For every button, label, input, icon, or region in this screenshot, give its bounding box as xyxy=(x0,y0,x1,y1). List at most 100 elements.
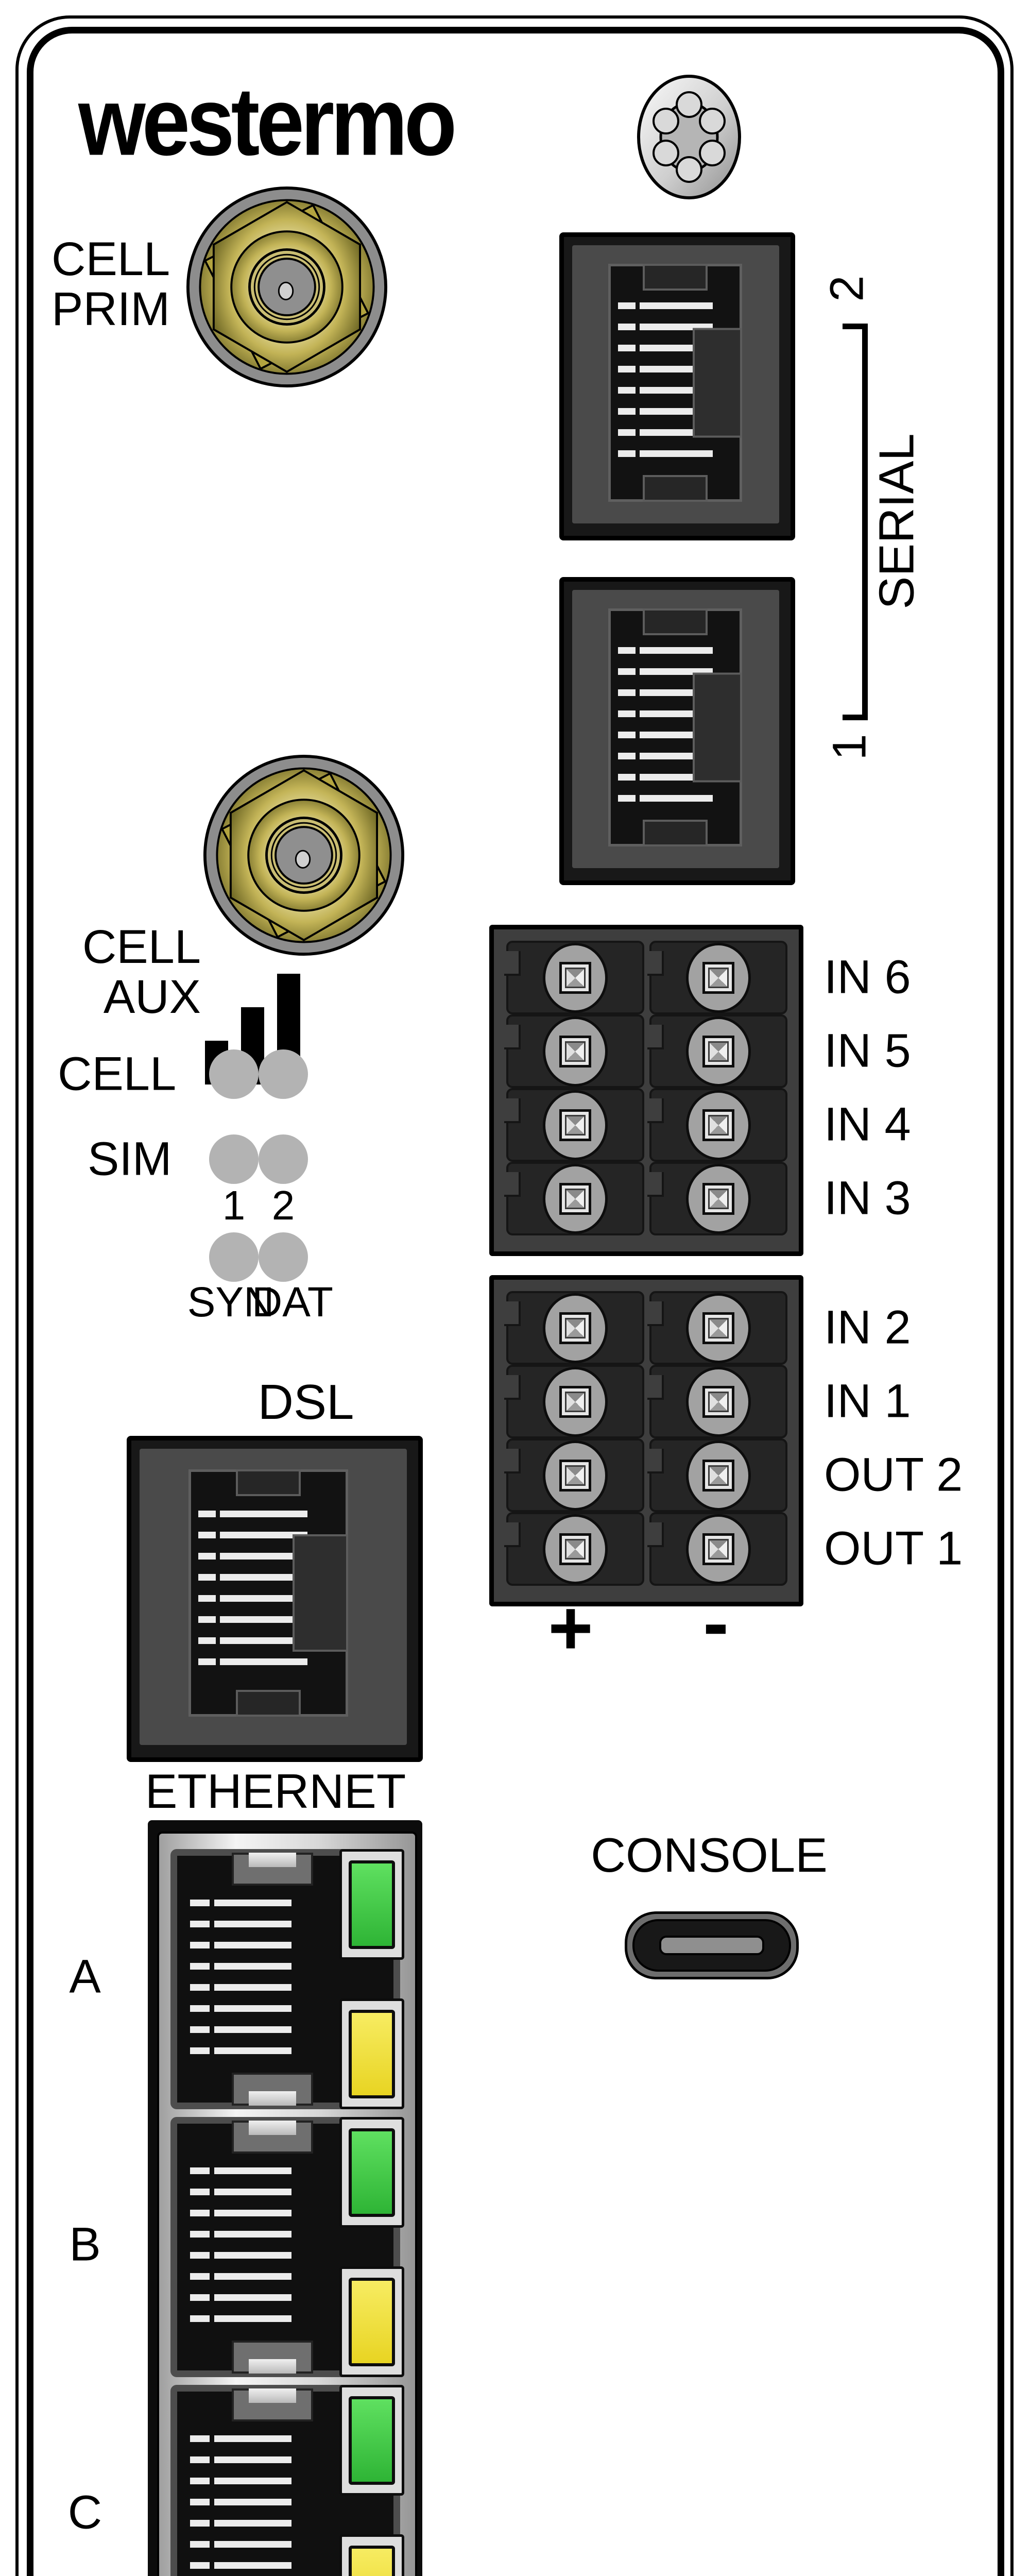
ethernet-port-c[interactable] xyxy=(170,2385,404,2576)
sim1-number: 1 xyxy=(222,1182,246,1228)
torx-screw-icon xyxy=(637,75,741,199)
ethernet-port-a[interactable] xyxy=(170,1849,404,2109)
serial-bracket-stub-bottom xyxy=(843,715,864,720)
rj45-tab xyxy=(231,1853,313,1886)
terminal-screw[interactable] xyxy=(686,1514,751,1584)
serial-bracket-stub-top xyxy=(843,324,864,329)
rj45-tab xyxy=(236,1469,301,1496)
rj45-pins xyxy=(618,302,636,463)
rj45-tab xyxy=(236,1690,301,1717)
port-b-link-led xyxy=(339,2117,404,2228)
ethernet-port-b-label: B xyxy=(69,2218,101,2271)
io-label-in2: IN 2 xyxy=(824,1301,911,1354)
serial-port-2-housing xyxy=(572,245,779,523)
rj45-tab xyxy=(231,2388,313,2421)
terminal-screw[interactable] xyxy=(686,1163,751,1234)
westermo-logo: westermo xyxy=(78,67,457,176)
serial-port-2-number: 2 xyxy=(820,275,873,302)
serial-port-1-number: 1 xyxy=(823,734,876,760)
rj45-tab xyxy=(231,2121,313,2154)
usb-c-cavity xyxy=(632,1919,791,1972)
rj45-pins xyxy=(214,2167,291,2327)
rj45-latch-slot xyxy=(693,328,742,438)
cell-led-1 xyxy=(209,1049,259,1099)
terminal-screw[interactable] xyxy=(686,1090,751,1160)
terminal-screw[interactable] xyxy=(543,1293,608,1363)
terminal-screw[interactable] xyxy=(543,1163,608,1234)
io-label-out2: OUT 2 xyxy=(824,1448,963,1501)
rj45-pins xyxy=(190,2435,210,2576)
syn-led xyxy=(209,1232,259,1282)
ethernet-shield-frame xyxy=(157,1832,417,2576)
cell-prim-label: CELL PRIM xyxy=(52,233,170,335)
rj45-pins xyxy=(618,647,636,808)
console-label: CONSOLE xyxy=(591,1828,828,1882)
cell-led-label: CELL xyxy=(58,1047,177,1100)
cell-led-2 xyxy=(259,1049,308,1099)
ethernet-port-c-label: C xyxy=(67,2486,102,2539)
terminal-screw[interactable] xyxy=(686,1016,751,1087)
serial-group-bracket xyxy=(862,324,868,720)
io-label-in3: IN 3 xyxy=(824,1172,911,1225)
serial-port-1-housing xyxy=(572,590,779,868)
cell-prim-antenna-connector[interactable] xyxy=(186,186,388,388)
terminal-screw[interactable] xyxy=(543,1090,608,1160)
dsl-label: DSL xyxy=(258,1375,354,1430)
terminal-screw[interactable] xyxy=(543,1440,608,1511)
dsl-port-housing xyxy=(140,1449,407,1745)
terminal-screw[interactable] xyxy=(543,1016,608,1087)
port-b-activity-led xyxy=(339,2266,404,2377)
dat-led xyxy=(259,1232,308,1282)
serial-port-1[interactable] xyxy=(559,577,795,885)
io-label-in5: IN 5 xyxy=(824,1024,911,1077)
dsl-port[interactable] xyxy=(127,1436,423,1762)
rj45-latch-slot xyxy=(693,672,742,783)
rj45-tab xyxy=(643,820,708,846)
io-plus-label: + xyxy=(548,1584,593,1671)
port-a-activity-led xyxy=(339,1998,404,2109)
rj45-pins xyxy=(214,2435,291,2576)
dat-led-label: DAT xyxy=(252,1278,333,1326)
port-a-link-led xyxy=(339,1849,404,1960)
ethernet-port-a-label: A xyxy=(69,1950,101,2003)
port-c-link-led xyxy=(339,2385,404,2496)
io-terminal-block-2[interactable] xyxy=(489,1275,803,1606)
terminal-screw[interactable] xyxy=(686,942,751,1013)
rj45-tab xyxy=(643,608,708,635)
io-terminal-block-1[interactable] xyxy=(489,925,803,1256)
panel-outer-edge xyxy=(15,15,1014,2576)
rj45-latch-slot xyxy=(293,1534,348,1652)
terminal-screw[interactable] xyxy=(686,1440,751,1511)
terminal-screw[interactable] xyxy=(686,1366,751,1437)
rj45-tab xyxy=(643,264,708,291)
terminal-screw[interactable] xyxy=(543,942,608,1013)
serial-port-2[interactable] xyxy=(559,232,795,540)
cell-aux-antenna-connector[interactable] xyxy=(203,754,405,956)
io-label-in1: IN 1 xyxy=(824,1375,911,1428)
io-label-in6: IN 6 xyxy=(824,951,911,1004)
io-minus-label: - xyxy=(703,1579,729,1666)
io-label-out1: OUT 1 xyxy=(824,1522,963,1575)
usb-c-tongue xyxy=(659,1936,764,1955)
rj45-pins xyxy=(198,1511,216,1675)
syn-led-label: SYN xyxy=(187,1278,274,1326)
serial-group-label: SERIAL xyxy=(869,433,924,609)
port-c-activity-led xyxy=(339,2534,404,2576)
rj45-tab xyxy=(231,2341,313,2374)
sim-led-label: SIM xyxy=(88,1132,172,1185)
cell-aux-label: CELL AUX xyxy=(82,921,201,1023)
sim2-led xyxy=(259,1134,308,1184)
terminal-screw[interactable] xyxy=(686,1293,751,1363)
terminal-screw[interactable] xyxy=(543,1366,608,1437)
console-usb-c-port[interactable] xyxy=(625,1911,799,1979)
ethernet-label: ETHERNET xyxy=(145,1764,406,1818)
rj45-tab xyxy=(231,2073,313,2106)
rj45-pins xyxy=(190,2167,210,2327)
rj45-tab xyxy=(643,475,708,502)
terminal-screw[interactable] xyxy=(543,1514,608,1584)
rj45-pins xyxy=(214,1900,291,2059)
rj45-pins xyxy=(190,1900,210,2059)
io-label-in4: IN 4 xyxy=(824,1098,911,1151)
ethernet-port-b[interactable] xyxy=(170,2117,404,2377)
